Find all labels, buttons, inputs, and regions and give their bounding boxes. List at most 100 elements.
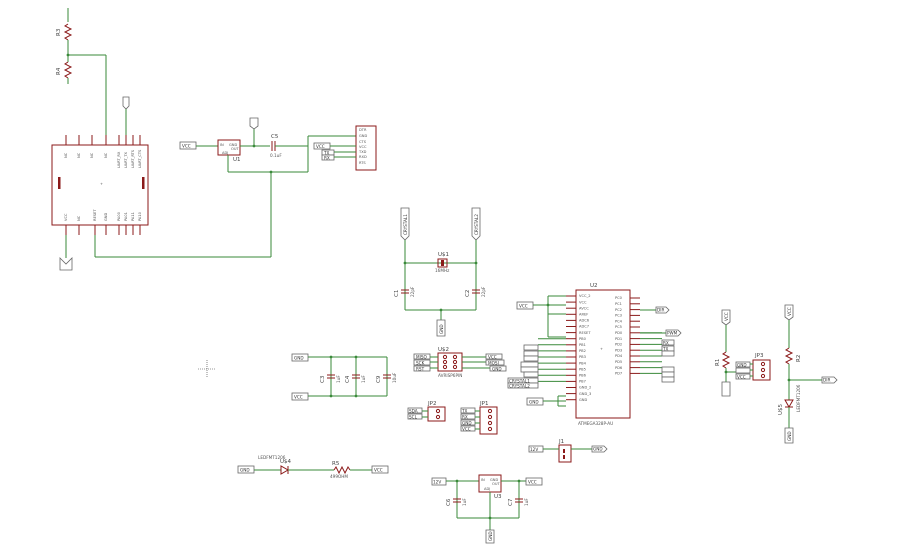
- ftdi-header[interactable]: [355, 125, 377, 171]
- u2-right-pin-label: PD6: [615, 366, 623, 370]
- u2-right-pin-label: PD5: [615, 360, 622, 364]
- regulator-u1[interactable]: [217, 139, 241, 156]
- u2-right-pin-label: PD7: [615, 372, 622, 376]
- net-flag-pb5[interactable]: [523, 371, 539, 378]
- svg-text:+: +: [100, 182, 103, 186]
- net-flag-vcc-r1[interactable]: [721, 309, 731, 326]
- svg-text:NC: NC: [77, 215, 81, 221]
- cursor-crosshair-icon: [198, 360, 216, 378]
- svg-text:AVRISP6PIN: AVRISP6PIN: [438, 373, 462, 378]
- wifi-section: R3 R4 + NC NC NC NC UART: [51, 8, 272, 271]
- j1-ref: J1: [558, 439, 564, 445]
- wifi-module[interactable]: [51, 144, 149, 226]
- svg-text:PWM: PWM: [667, 331, 678, 336]
- net-flag-u1-top[interactable]: [249, 117, 259, 130]
- svg-text:16MHz: 16MHz: [435, 268, 450, 273]
- svg-text:GND: GND: [529, 400, 539, 405]
- net-flag-pd2[interactable]: [661, 350, 675, 357]
- svg-text:RESET: RESET: [93, 209, 97, 221]
- led-u5[interactable]: [784, 399, 794, 409]
- svg-text:PA00: PA00: [117, 211, 121, 221]
- svg-text:RXD: RXD: [359, 155, 367, 159]
- net-flag-dir-right[interactable]: [821, 376, 838, 384]
- crystal-16mhz[interactable]: [437, 258, 448, 268]
- svg-text:RX: RX: [324, 156, 330, 161]
- resistor-r3[interactable]: [63, 23, 73, 41]
- svg-text:ADJ: ADJ: [484, 487, 490, 491]
- decoupling-caps: GND VCC C3 1uF C4 1uF C9 10uF: [291, 353, 397, 401]
- net-flag-rx-top[interactable]: [122, 96, 130, 110]
- net-flag-gnd-isp[interactable]: [489, 365, 507, 372]
- svg-text:RX: RX: [663, 341, 669, 346]
- net-flag-pb4[interactable]: [520, 366, 539, 373]
- svg-text:NC: NC: [104, 152, 108, 158]
- j1-header[interactable]: [558, 444, 572, 463]
- svg-text:MISO: MISO: [416, 355, 428, 360]
- svg-text:NC: NC: [64, 152, 68, 158]
- resistor-r2[interactable]: [784, 347, 794, 365]
- net-flag-pb0[interactable]: [523, 344, 539, 351]
- net-flag-tx-bottom[interactable]: [59, 257, 73, 271]
- net-flag-vcc-isp[interactable]: [485, 353, 503, 360]
- net-flag-pd0[interactable]: [661, 339, 675, 346]
- net-flag-mosi[interactable]: [485, 359, 505, 366]
- u2-right-pin-label: PC0: [615, 296, 623, 300]
- svg-text:UART_TX: UART_TX: [124, 151, 128, 168]
- mcu-atmega328p[interactable]: [575, 289, 631, 419]
- u2-pd-net-flags: RX TX: [661, 339, 675, 383]
- u2-left-pin-label: AREF: [579, 313, 588, 317]
- resistor-r4[interactable]: [63, 61, 73, 79]
- c6-ref: C6: [446, 498, 452, 506]
- regulator-u3-section: 12V IN GND OUT ADJ U3 VCC C6 1uF C7 1uF …: [431, 474, 543, 544]
- u2-left-pin-label: GND_2: [579, 386, 591, 390]
- u2-left-pin-label: PB3: [579, 355, 586, 359]
- net-flag-pwm-u2[interactable]: [665, 329, 682, 337]
- net-flag-pb2[interactable]: [523, 355, 539, 362]
- c4-ref: C4: [345, 375, 351, 383]
- net-flag-pb3[interactable]: [520, 361, 539, 368]
- net-flag-gnd-u3[interactable]: [485, 529, 495, 544]
- svg-text:CTS: CTS: [359, 140, 367, 144]
- net-flag-gnd-right[interactable]: [784, 427, 794, 444]
- jp2-header[interactable]: [427, 406, 446, 422]
- led-u4[interactable]: [280, 465, 290, 475]
- svg-text:GND: GND: [490, 478, 498, 482]
- jp2-jp1-section: JP2 SDA SCL JP1 TX RX GND VCC: [407, 401, 498, 435]
- r5-ref: R5: [332, 461, 340, 467]
- svg-text:VCC: VCC: [528, 480, 537, 485]
- resistor-r5[interactable]: [333, 465, 351, 475]
- isp-header[interactable]: [437, 352, 463, 372]
- net-flag-vcc-r2[interactable]: [784, 304, 794, 321]
- u2-left-pin-label: VCC: [579, 300, 587, 304]
- u2-left-pin-label: ADC6: [579, 319, 590, 323]
- svg-text:VCC: VCC: [64, 213, 68, 221]
- net-flag-jp3-mid[interactable]: [735, 367, 751, 374]
- net-flag-pd6[interactable]: [661, 371, 675, 378]
- net-flag-pb1[interactable]: [523, 350, 539, 357]
- net-flag-pb7[interactable]: [507, 382, 539, 389]
- net-flag-gnd-crystal[interactable]: [436, 319, 446, 337]
- regulator-u1-section: VCC IN GND OUT ADJ U1 C5 0.1uF DTR GND C…: [179, 117, 377, 174]
- net-flag-pd7[interactable]: [661, 376, 675, 383]
- r4-ref: R4: [56, 67, 62, 75]
- net-flag-crystal1[interactable]: [400, 207, 410, 241]
- resistor-r1[interactable]: [721, 351, 731, 369]
- net-flag-crystal2[interactable]: [471, 207, 481, 241]
- svg-text:VCC: VCC: [519, 304, 528, 309]
- svg-text:VCC: VCC: [737, 375, 746, 380]
- net-flag-vcc-u3[interactable]: [525, 477, 543, 486]
- u2-left-pin-label: VCC_2: [579, 294, 591, 298]
- net-flag-gnd-j1[interactable]: [591, 445, 608, 453]
- u2-left-pin-label: PB6: [579, 374, 587, 378]
- svg-text:VCC: VCC: [374, 468, 383, 473]
- net-flag-vcc-led[interactable]: [371, 465, 389, 474]
- jp1-header[interactable]: [479, 406, 498, 435]
- net-flag-pd5[interactable]: [661, 366, 675, 373]
- net-flag-dir-u2[interactable]: [655, 306, 670, 314]
- svg-text:CRYSTAL1: CRYSTAL1: [403, 214, 408, 235]
- svg-text:VCC: VCC: [359, 145, 367, 149]
- u2-right-pin-label: PD4: [615, 354, 623, 358]
- svg-text:MOSI: MOSI: [488, 361, 499, 366]
- net-flag-r1-bottom[interactable]: [721, 381, 731, 397]
